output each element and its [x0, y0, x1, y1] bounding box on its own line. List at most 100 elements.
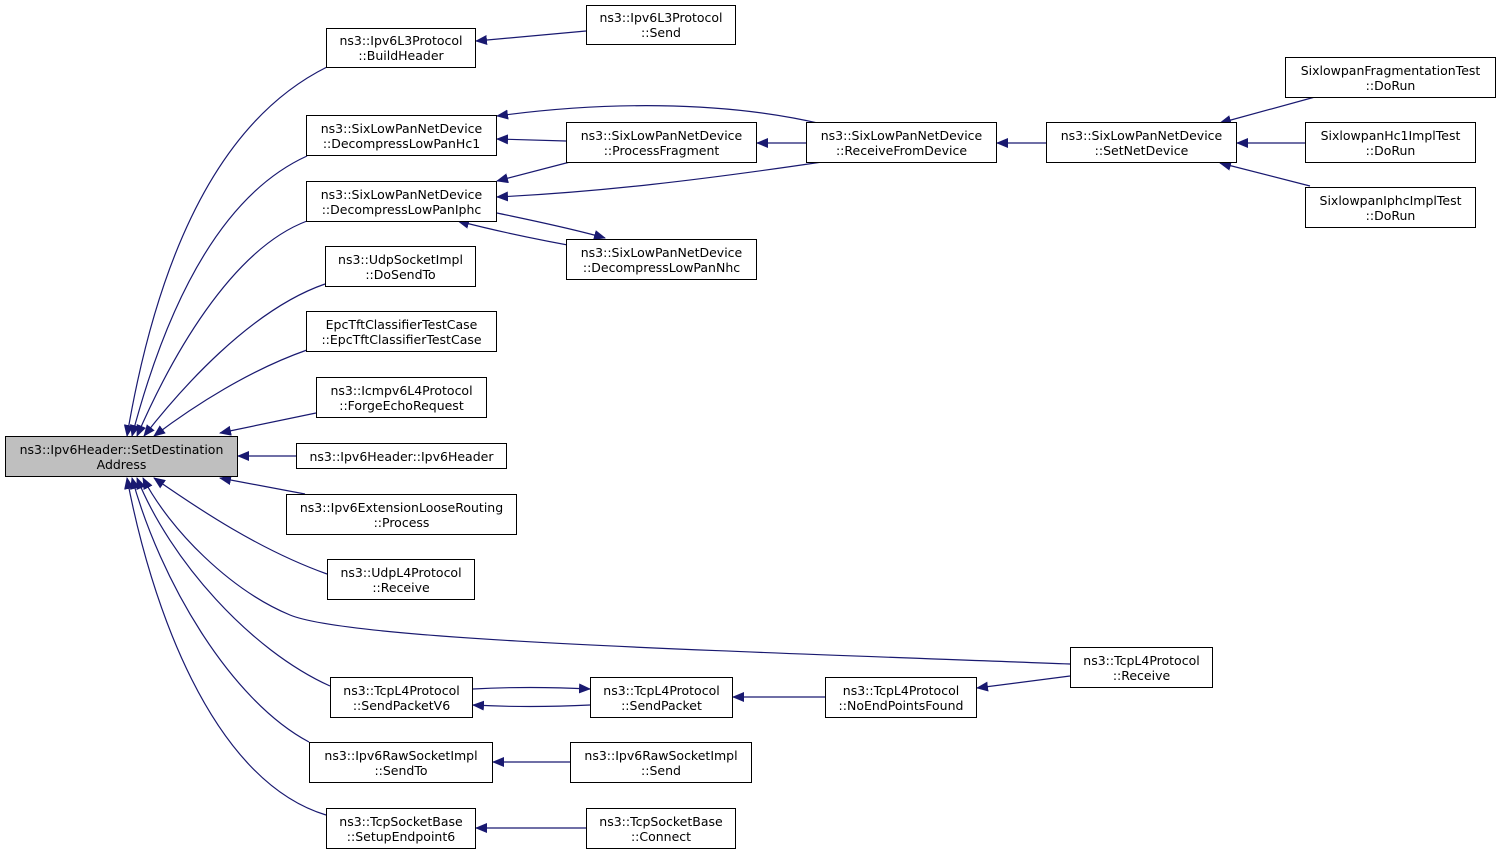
node-line: ns3::Ipv6Header::Ipv6Header [309, 448, 494, 464]
edge-tcprecv-noendpoints [976, 675, 1071, 692]
node-sixlowpan-receive-from-device[interactable]: ns3::SixLowPanNetDevice ::ReceiveFromDev… [806, 122, 997, 163]
edge-dechc1-root [129, 155, 308, 437]
node-line: ::Receive [1112, 667, 1171, 683]
node-line: ::SendPacketV6 [352, 697, 451, 713]
node-line: ns3::SixLowPanNetDevice [320, 120, 483, 136]
node-line: ::NoEndPointsFound [838, 697, 964, 713]
node-tcp-socket-setup-endpoint6[interactable]: ns3::TcpSocketBase ::SetupEndpoint6 [326, 808, 476, 849]
node-set-destination-address: ns3::Ipv6Header::SetDestination Address [5, 436, 238, 477]
node-line: ::SendTo [374, 762, 428, 778]
node-line: ::DoRun [1365, 77, 1416, 93]
node-line: ns3::Ipv6RawSocketImpl [584, 747, 738, 763]
node-line: ns3::TcpL4Protocol [343, 682, 460, 698]
node-line: ns3::TcpSocketBase [339, 813, 463, 829]
node-tcp-socket-connect[interactable]: ns3::TcpSocketBase ::Connect [586, 808, 736, 849]
node-line: ::DecompressLowPanIphc [321, 201, 482, 217]
edge-setupep6-root [124, 477, 327, 816]
node-line: ::SetupEndpoint6 [346, 828, 456, 844]
node-line: ns3::TcpL4Protocol [603, 682, 720, 698]
edge-epctft-root [153, 349, 308, 437]
node-ipv6-raw-socket-send-to[interactable]: ns3::Ipv6RawSocketImpl ::SendTo [309, 742, 493, 783]
node-epc-tft-classifier-test-case[interactable]: EpcTftClassifierTestCase ::EpcTftClassif… [306, 311, 497, 352]
node-line: ::SendPacket [621, 697, 702, 713]
edge-buildheader-root [123, 66, 328, 437]
node-sixlowpan-decompress-nhc[interactable]: ns3::SixLowPanNetDevice ::DecompressLowP… [566, 239, 757, 280]
edge-recvdev-deciphc [496, 161, 823, 202]
node-sixlowpan-fragmentation-test[interactable]: SixlowpanFragmentationTest ::DoRun [1285, 57, 1496, 98]
node-line: ::BuildHeader [358, 48, 444, 63]
node-ipv6-loose-routing-process[interactable]: ns3::Ipv6ExtensionLooseRouting ::Process [286, 494, 517, 535]
node-line: ns3::TcpSocketBase [599, 813, 723, 829]
node-udp-l4-receive[interactable]: ns3::UdpL4Protocol ::Receive [327, 559, 475, 600]
node-line: ns3::Ipv6RawSocketImpl [324, 747, 478, 763]
node-line: ::ProcessFragment [603, 142, 720, 158]
node-line: ns3::SixLowPanNetDevice [1060, 127, 1223, 143]
node-line: ns3::Ipv6L3Protocol [599, 10, 723, 25]
node-line: ::DoRun [1365, 207, 1416, 223]
node-tcp-send-packet-v6[interactable]: ns3::TcpL4Protocol ::SendPacketV6 [330, 677, 473, 718]
edge-looserouting-root [219, 475, 306, 495]
node-line: ns3::UdpL4Protocol [340, 564, 462, 580]
edge-sendpktv6-sendpkt [472, 683, 591, 694]
edge-deciphc-root [136, 220, 308, 437]
edge-procfrag-deciphc [496, 161, 571, 184]
node-ipv6l3-buildheader[interactable]: ns3::Ipv6L3Protocol ::BuildHeader [326, 28, 476, 68]
node-line: ::SetNetDevice [1094, 142, 1189, 158]
node-line: ::DecompressLowPanNhc [582, 259, 741, 275]
node-sixlowpan-decompress-iphc[interactable]: ns3::SixLowPanNetDevice ::DecompressLowP… [306, 181, 497, 222]
node-line: SixlowpanHc1ImplTest [1320, 127, 1461, 143]
edge-forgeecho-root [219, 412, 317, 436]
node-line: ns3::UdpSocketImpl [338, 251, 463, 267]
node-line: ns3::Ipv6Header::SetDestination [19, 441, 224, 457]
node-line: ::Process [373, 514, 430, 530]
node-line: ::ForgeEchoRequest [339, 397, 464, 413]
node-line: ns3::TcpL4Protocol [1083, 652, 1200, 668]
node-tcp-no-end-points-found[interactable]: ns3::TcpL4Protocol ::NoEndPointsFound [825, 677, 977, 718]
node-ipv6l3-send[interactable]: ns3::Ipv6L3Protocol ::Send [586, 5, 736, 45]
node-line: ::EpcTftClassifierTestCase [321, 331, 482, 347]
node-line: ::Receive [372, 579, 430, 595]
node-line: ns3::Icmpv6L4Protocol [330, 382, 473, 398]
edge-sendpkt-sendpktv6 [472, 700, 591, 711]
edge-deciphc-decnhc [496, 212, 606, 240]
node-line: ::ReceiveFromDevice [835, 142, 968, 158]
edge-tcprecv-root [142, 477, 1071, 665]
node-line: ns3::SixLowPanNetDevice [580, 127, 743, 143]
node-line: ::Send [641, 25, 681, 40]
node-line: Address [96, 456, 147, 472]
edge-procfrag-dechc1 [496, 134, 567, 145]
edge-udprecv-root [153, 477, 328, 575]
node-line: SixlowpanIphcImplTest [1319, 192, 1462, 208]
edge-sendpktv6-root [136, 477, 331, 687]
node-sixlowpan-hc1-impl-test[interactable]: SixlowpanHc1ImplTest ::DoRun [1305, 122, 1476, 163]
node-icmpv6-forge-echo-request[interactable]: ns3::Icmpv6L4Protocol ::ForgeEchoRequest [316, 377, 487, 418]
node-line: ::Connect [630, 828, 692, 844]
node-sixlowpan-decompress-hc1[interactable]: ns3::SixLowPanNetDevice ::DecompressLowP… [306, 115, 497, 156]
edge-recvdev-dechc1 [496, 105, 823, 125]
node-line: ::DecompressLowPanHc1 [322, 135, 481, 151]
edge-udpsendto-root [143, 283, 326, 437]
node-tcp-send-packet[interactable]: ns3::TcpL4Protocol ::SendPacket [590, 677, 733, 718]
node-line: ns3::Ipv6ExtensionLooseRouting [299, 499, 504, 515]
node-udp-socket-do-send-to[interactable]: ns3::UdpSocketImpl ::DoSendTo [325, 246, 476, 287]
node-line: ns3::Ipv6L3Protocol [339, 33, 463, 48]
node-line: EpcTftClassifierTestCase [325, 316, 478, 332]
node-sixlowpan-set-net-device[interactable]: ns3::SixLowPanNetDevice ::SetNetDevice [1046, 122, 1237, 163]
node-line: ns3::SixLowPanNetDevice [580, 244, 743, 260]
node-ipv6header-constructor[interactable]: ns3::Ipv6Header::Ipv6Header [296, 443, 507, 469]
node-tcp-l4-receive[interactable]: ns3::TcpL4Protocol ::Receive [1070, 647, 1213, 688]
edge-fragtest-setnetdev [1219, 96, 1316, 125]
node-line: ns3::SixLowPanNetDevice [320, 186, 483, 202]
node-sixlowpan-process-fragment[interactable]: ns3::SixLowPanNetDevice ::ProcessFragmen… [566, 122, 757, 163]
edge-rawsendto-root [130, 477, 310, 743]
node-line: ::DoRun [1365, 142, 1416, 158]
node-sixlowpan-iphc-impl-test[interactable]: SixlowpanIphcImplTest ::DoRun [1305, 187, 1476, 228]
node-line: SixlowpanFragmentationTest [1300, 62, 1481, 78]
node-line: ::Send [641, 762, 681, 778]
node-line: ns3::SixLowPanNetDevice [820, 127, 983, 143]
node-line: ns3::TcpL4Protocol [842, 682, 960, 698]
node-line: ::DoSendTo [365, 266, 436, 282]
edge-iphctest-setnetdev [1219, 160, 1311, 187]
node-ipv6-raw-socket-send[interactable]: ns3::Ipv6RawSocketImpl ::Send [570, 742, 752, 783]
